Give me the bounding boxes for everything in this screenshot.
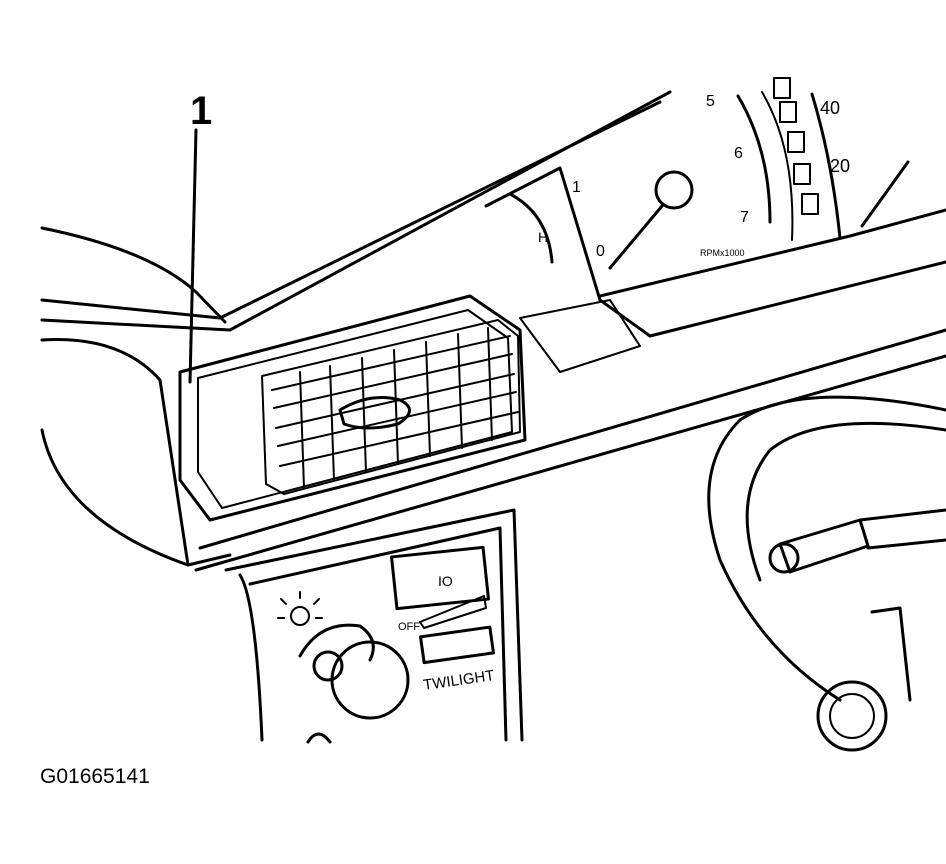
headlamp-switch-panel: IO OFF TWILIGHT: [224, 508, 524, 744]
temp-gauge-label: H: [538, 229, 548, 245]
speedometer: 40 20: [773, 77, 910, 240]
tachometer: 5 6 7 RPMx1000: [700, 91, 794, 258]
steering-column-collar: [866, 538, 946, 550]
fuel-tick-1: 1: [572, 179, 581, 196]
turn-signal-stalk: [778, 518, 870, 574]
ignition-lock-cylinder: [816, 680, 888, 752]
vent-vane: [299, 371, 305, 489]
stalk-end-cap: [768, 542, 800, 574]
cluster-hood-lip: [519, 299, 641, 373]
vent-louver: [279, 411, 519, 467]
vent-housing-outer: [178, 294, 527, 522]
vent-adjuster-knob: [338, 396, 411, 430]
odometer-digit: [787, 131, 805, 153]
vent-louver: [271, 335, 511, 391]
vent-housing-inner: [197, 309, 513, 509]
fuel-gauge: 1 0: [572, 170, 694, 270]
switch-panel-left-edge: [238, 573, 264, 742]
tach-unit-label: RPMx1000: [700, 248, 745, 258]
switch-panel-inner: [248, 526, 508, 742]
speedometer-bezel: [810, 92, 842, 240]
fuel-gauge-needle: [608, 204, 664, 270]
dash-trim-lower: [194, 354, 946, 572]
speedometer-needle: [860, 160, 910, 228]
tach-tick-6: 6: [734, 145, 743, 162]
steering-column-collar: [858, 508, 946, 522]
steering-wheel-rim: [707, 395, 946, 702]
headlamp-knob-collar: [298, 623, 375, 662]
twilight-label: TWILIGHT: [422, 667, 495, 694]
odometer-digit: [779, 101, 797, 123]
vent-vane: [487, 327, 493, 441]
cluster-housing: [484, 166, 946, 338]
steering-wheel-inner-rim: [745, 421, 946, 582]
vent-louver: [273, 353, 513, 409]
dash-trim-upper: [198, 328, 946, 550]
tach-scale-arc: [736, 94, 772, 224]
odometer-digit: [793, 163, 811, 185]
headlamp-knob-base: [312, 650, 344, 682]
odometer-digit: [801, 193, 819, 215]
vent-vane: [425, 341, 431, 457]
tach-tick-5: 5: [706, 93, 715, 110]
headlamp-icon-bulb: [290, 606, 310, 626]
vent-vane: [329, 365, 335, 481]
headlamp-icon-rays: [277, 591, 323, 619]
temp-gauge-arc: [508, 192, 554, 264]
column-cover: [870, 606, 912, 702]
vent-vane: [457, 333, 463, 449]
callout-leader-line: [188, 128, 198, 384]
headlamp-switch-knob[interactable]: [330, 640, 410, 720]
fuel-tick-0: 0: [596, 243, 605, 260]
left-dash-lower: [40, 428, 190, 567]
left-dash-pad: [40, 338, 232, 567]
vent-vane: [361, 357, 367, 473]
dash-top-edge: [40, 90, 672, 332]
headlamp-icon: [277, 591, 323, 626]
speed-tick-40: 40: [820, 98, 840, 118]
vent-grille-frame: [261, 319, 521, 495]
callout-number: 1: [190, 89, 212, 133]
switch-panel-outline: [224, 508, 524, 742]
dimmer-scale-wedge: [419, 595, 487, 629]
dash-top-left-curve: [40, 226, 227, 324]
vent-vane: [393, 349, 399, 465]
dimmer-thumbwheel[interactable]: [419, 625, 495, 665]
ignition-lock-core: [829, 693, 875, 739]
switch-panel-button-label: IO: [438, 573, 453, 589]
figure-id: G01665141: [40, 765, 150, 788]
dimmer-off-label: OFF: [398, 621, 420, 633]
odometer-digit: [773, 77, 791, 99]
dash-top-edge-inner: [40, 100, 662, 320]
speed-tick-20: 20: [830, 156, 850, 176]
air-vent: [178, 294, 527, 522]
cluster-bezel-right: [598, 208, 946, 298]
switch-panel-button[interactable]: [390, 545, 490, 611]
tach-tick-7: 7: [740, 209, 749, 226]
tach-redline-band: [761, 91, 794, 241]
lower-switch-hint: [306, 732, 332, 744]
steering-wheel: [707, 395, 946, 752]
fuel-gauge-hub: [654, 170, 694, 210]
temp-gauge: H: [508, 192, 554, 264]
